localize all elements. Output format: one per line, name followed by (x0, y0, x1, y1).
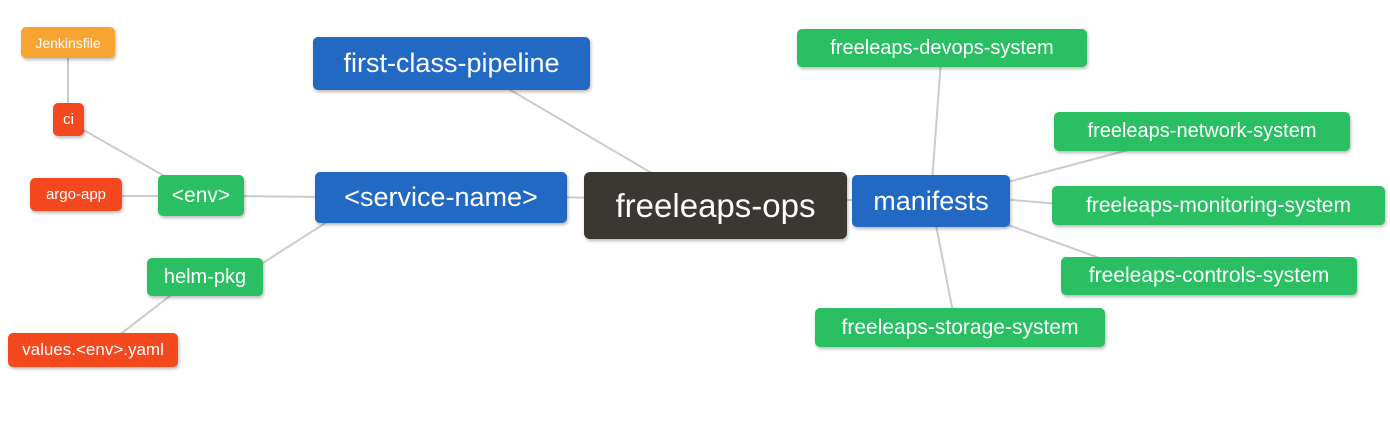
edge-manifests-network-system (999, 148, 1133, 185)
node-values-env-yaml[interactable]: values.<env>.yaml (8, 333, 178, 367)
node-jenkinsfile[interactable]: Jenkinsfile (21, 27, 115, 58)
edge-values-env-yaml-helm-pkg (117, 291, 176, 337)
node-freeleaps-storage-system[interactable]: freeleaps-storage-system (815, 308, 1105, 347)
edge-manifests-devops-system (931, 59, 942, 183)
node-first-class-pipeline[interactable]: first-class-pipeline (313, 37, 590, 90)
edge-manifests-storage-system (934, 219, 954, 313)
node-freeleaps-ops-root[interactable]: freeleaps-ops (584, 172, 847, 239)
edge-manifests-controls-system (999, 221, 1106, 261)
edge-first-class-pipeline-ops (501, 84, 661, 179)
node-manifests[interactable]: manifests (852, 175, 1010, 227)
node-argo-app[interactable]: argo-app (30, 178, 122, 211)
node-freeleaps-network-system[interactable]: freeleaps-network-system (1054, 112, 1350, 151)
node-freeleaps-devops-system[interactable]: freeleaps-devops-system (797, 29, 1087, 67)
node-ci[interactable]: ci (53, 103, 84, 136)
edge-manifests-monitoring-system (999, 198, 1061, 205)
edge-env-service-name (234, 195, 326, 198)
node-helm-pkg[interactable]: helm-pkg (147, 258, 263, 296)
edge-ci-env (79, 127, 176, 183)
edge-helm-pkg-service-name (254, 219, 331, 269)
node-freeleaps-monitoring-system[interactable]: freeleaps-monitoring-system (1052, 186, 1385, 225)
node-env[interactable]: <env> (158, 175, 244, 216)
node-freeleaps-controls-system[interactable]: freeleaps-controls-system (1061, 257, 1357, 295)
node-service-name[interactable]: <service-name> (315, 172, 567, 223)
